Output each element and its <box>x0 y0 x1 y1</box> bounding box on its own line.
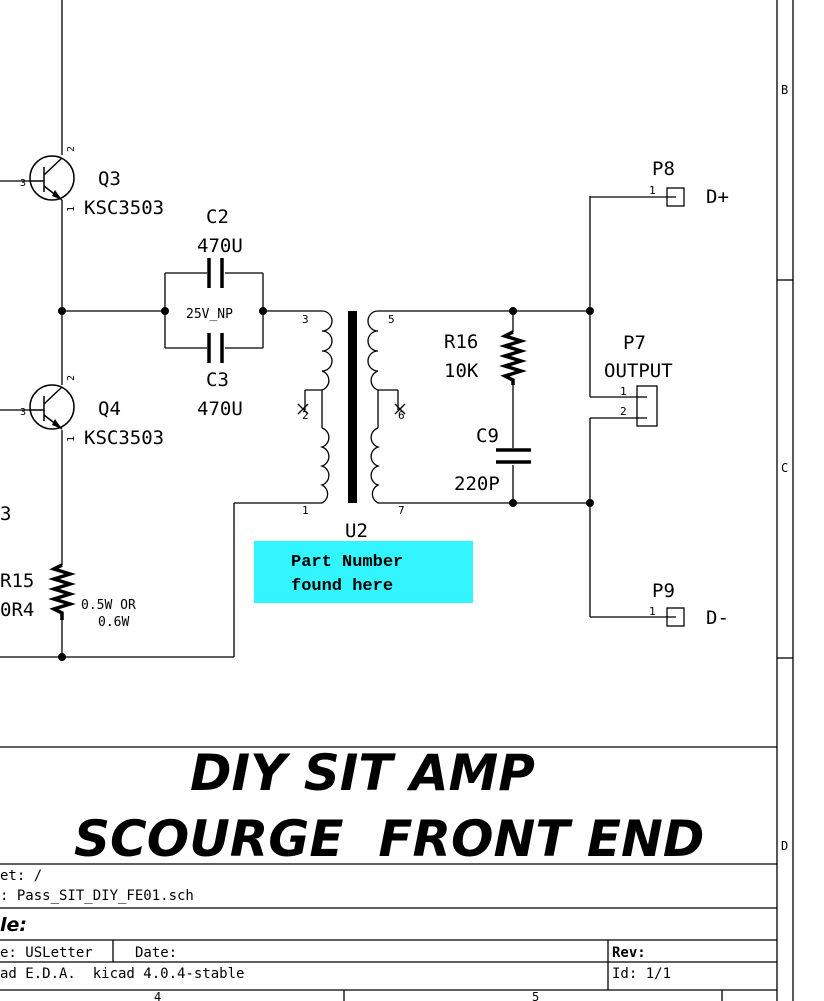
resistor-r16-symbol <box>499 330 527 385</box>
row-label-d: D <box>781 839 788 853</box>
r15-note2: 0.6W <box>98 615 129 630</box>
tool-label: ad E.D.A. kicad 4.0.4-stable <box>0 966 244 982</box>
q4-ref: Q4 <box>98 398 121 420</box>
capacitor-c3-symbol <box>207 333 224 363</box>
file-label: : Pass_SIT_DIY_FE01.sch <box>0 888 194 904</box>
q4-value: KSC3503 <box>84 427 164 449</box>
q3-value: KSC3503 <box>84 197 164 219</box>
q4-emitter-arrow <box>52 419 62 429</box>
p8-pin: 1 <box>649 184 656 197</box>
part-number-annotation <box>254 541 473 603</box>
u2-ref: U2 <box>345 520 368 542</box>
p7-ref: P7 <box>623 332 646 354</box>
q4-pin-c: 2 <box>66 375 77 381</box>
title-field-label: le: <box>0 914 27 936</box>
capacitor-c9-symbol <box>496 448 531 464</box>
connector-p7-body <box>636 385 658 427</box>
annotation-line2: found here <box>291 577 393 596</box>
annotation-line1: Part Number <box>291 553 403 572</box>
row-label-c: C <box>781 461 788 475</box>
p8-net: D+ <box>706 186 729 208</box>
c9-value: 220P <box>454 473 500 495</box>
c2-ref: C2 <box>206 206 229 228</box>
title-line1: DIY SIT AMP <box>190 744 535 802</box>
date-label: Date: <box>135 945 177 961</box>
sheet-label: et: / <box>0 868 42 884</box>
capacitor-c2-symbol <box>207 258 224 288</box>
r16-ref: R16 <box>444 331 478 353</box>
id-label: Id: 1/1 <box>612 966 671 982</box>
transistor-q4-symbol <box>29 384 75 430</box>
rev-label: Rev: <box>612 945 646 961</box>
q3-pin-e: 1 <box>66 206 77 212</box>
q3-ref: Q3 <box>98 168 121 190</box>
col-label-4: 4 <box>154 990 161 1001</box>
c9-ref: C9 <box>476 425 499 447</box>
p7-pin1: 1 <box>620 385 627 398</box>
u2-pin-2: 2 <box>302 409 309 422</box>
p8-ref: P8 <box>652 158 675 180</box>
u2-pin-5: 5 <box>388 313 395 326</box>
u2-pin-7: 7 <box>398 504 405 517</box>
r15-value: 0R4 <box>0 599 34 621</box>
u2-pin-3: 3 <box>302 313 309 326</box>
partial-ref: 3 <box>0 503 11 525</box>
p7-pin2: 2 <box>620 405 627 418</box>
q4-pin-e: 1 <box>66 436 77 442</box>
p9-pin: 1 <box>649 605 656 618</box>
c2-value: 470U <box>197 235 243 257</box>
c3-ref: C3 <box>206 369 229 391</box>
cap-rating: 25V_NP <box>186 307 233 322</box>
resistor-r15-symbol <box>48 563 76 620</box>
r15-ref: R15 <box>0 570 34 592</box>
q3-emitter-arrow <box>52 190 62 200</box>
q3-pin-b: 3 <box>20 178 26 189</box>
r15-note1: 0.5W OR <box>81 598 136 613</box>
p9-net: D- <box>706 607 729 629</box>
col-label-5: 5 <box>532 990 539 1001</box>
frame <box>0 0 794 1001</box>
transformer-u2-core <box>348 311 357 503</box>
title-block-grid <box>0 746 777 990</box>
size-label: e: USLetter <box>0 945 93 961</box>
row-label-b: B <box>781 83 788 97</box>
p9-ref: P9 <box>652 580 675 602</box>
p7-value: OUTPUT <box>604 360 673 382</box>
title-line2: SCOURGE FRONT END <box>74 810 704 868</box>
transformer-u2-windings <box>297 310 406 504</box>
junctions <box>58 307 594 661</box>
transistor-q3-symbol <box>29 155 75 201</box>
u2-pin-1: 1 <box>302 504 309 517</box>
q4-pin-b: 3 <box>20 407 26 418</box>
q3-pin-c: 2 <box>66 146 77 152</box>
c3-value: 470U <box>197 398 243 420</box>
u2-pin-6: 6 <box>398 409 405 422</box>
r16-value: 10K <box>444 360 479 382</box>
